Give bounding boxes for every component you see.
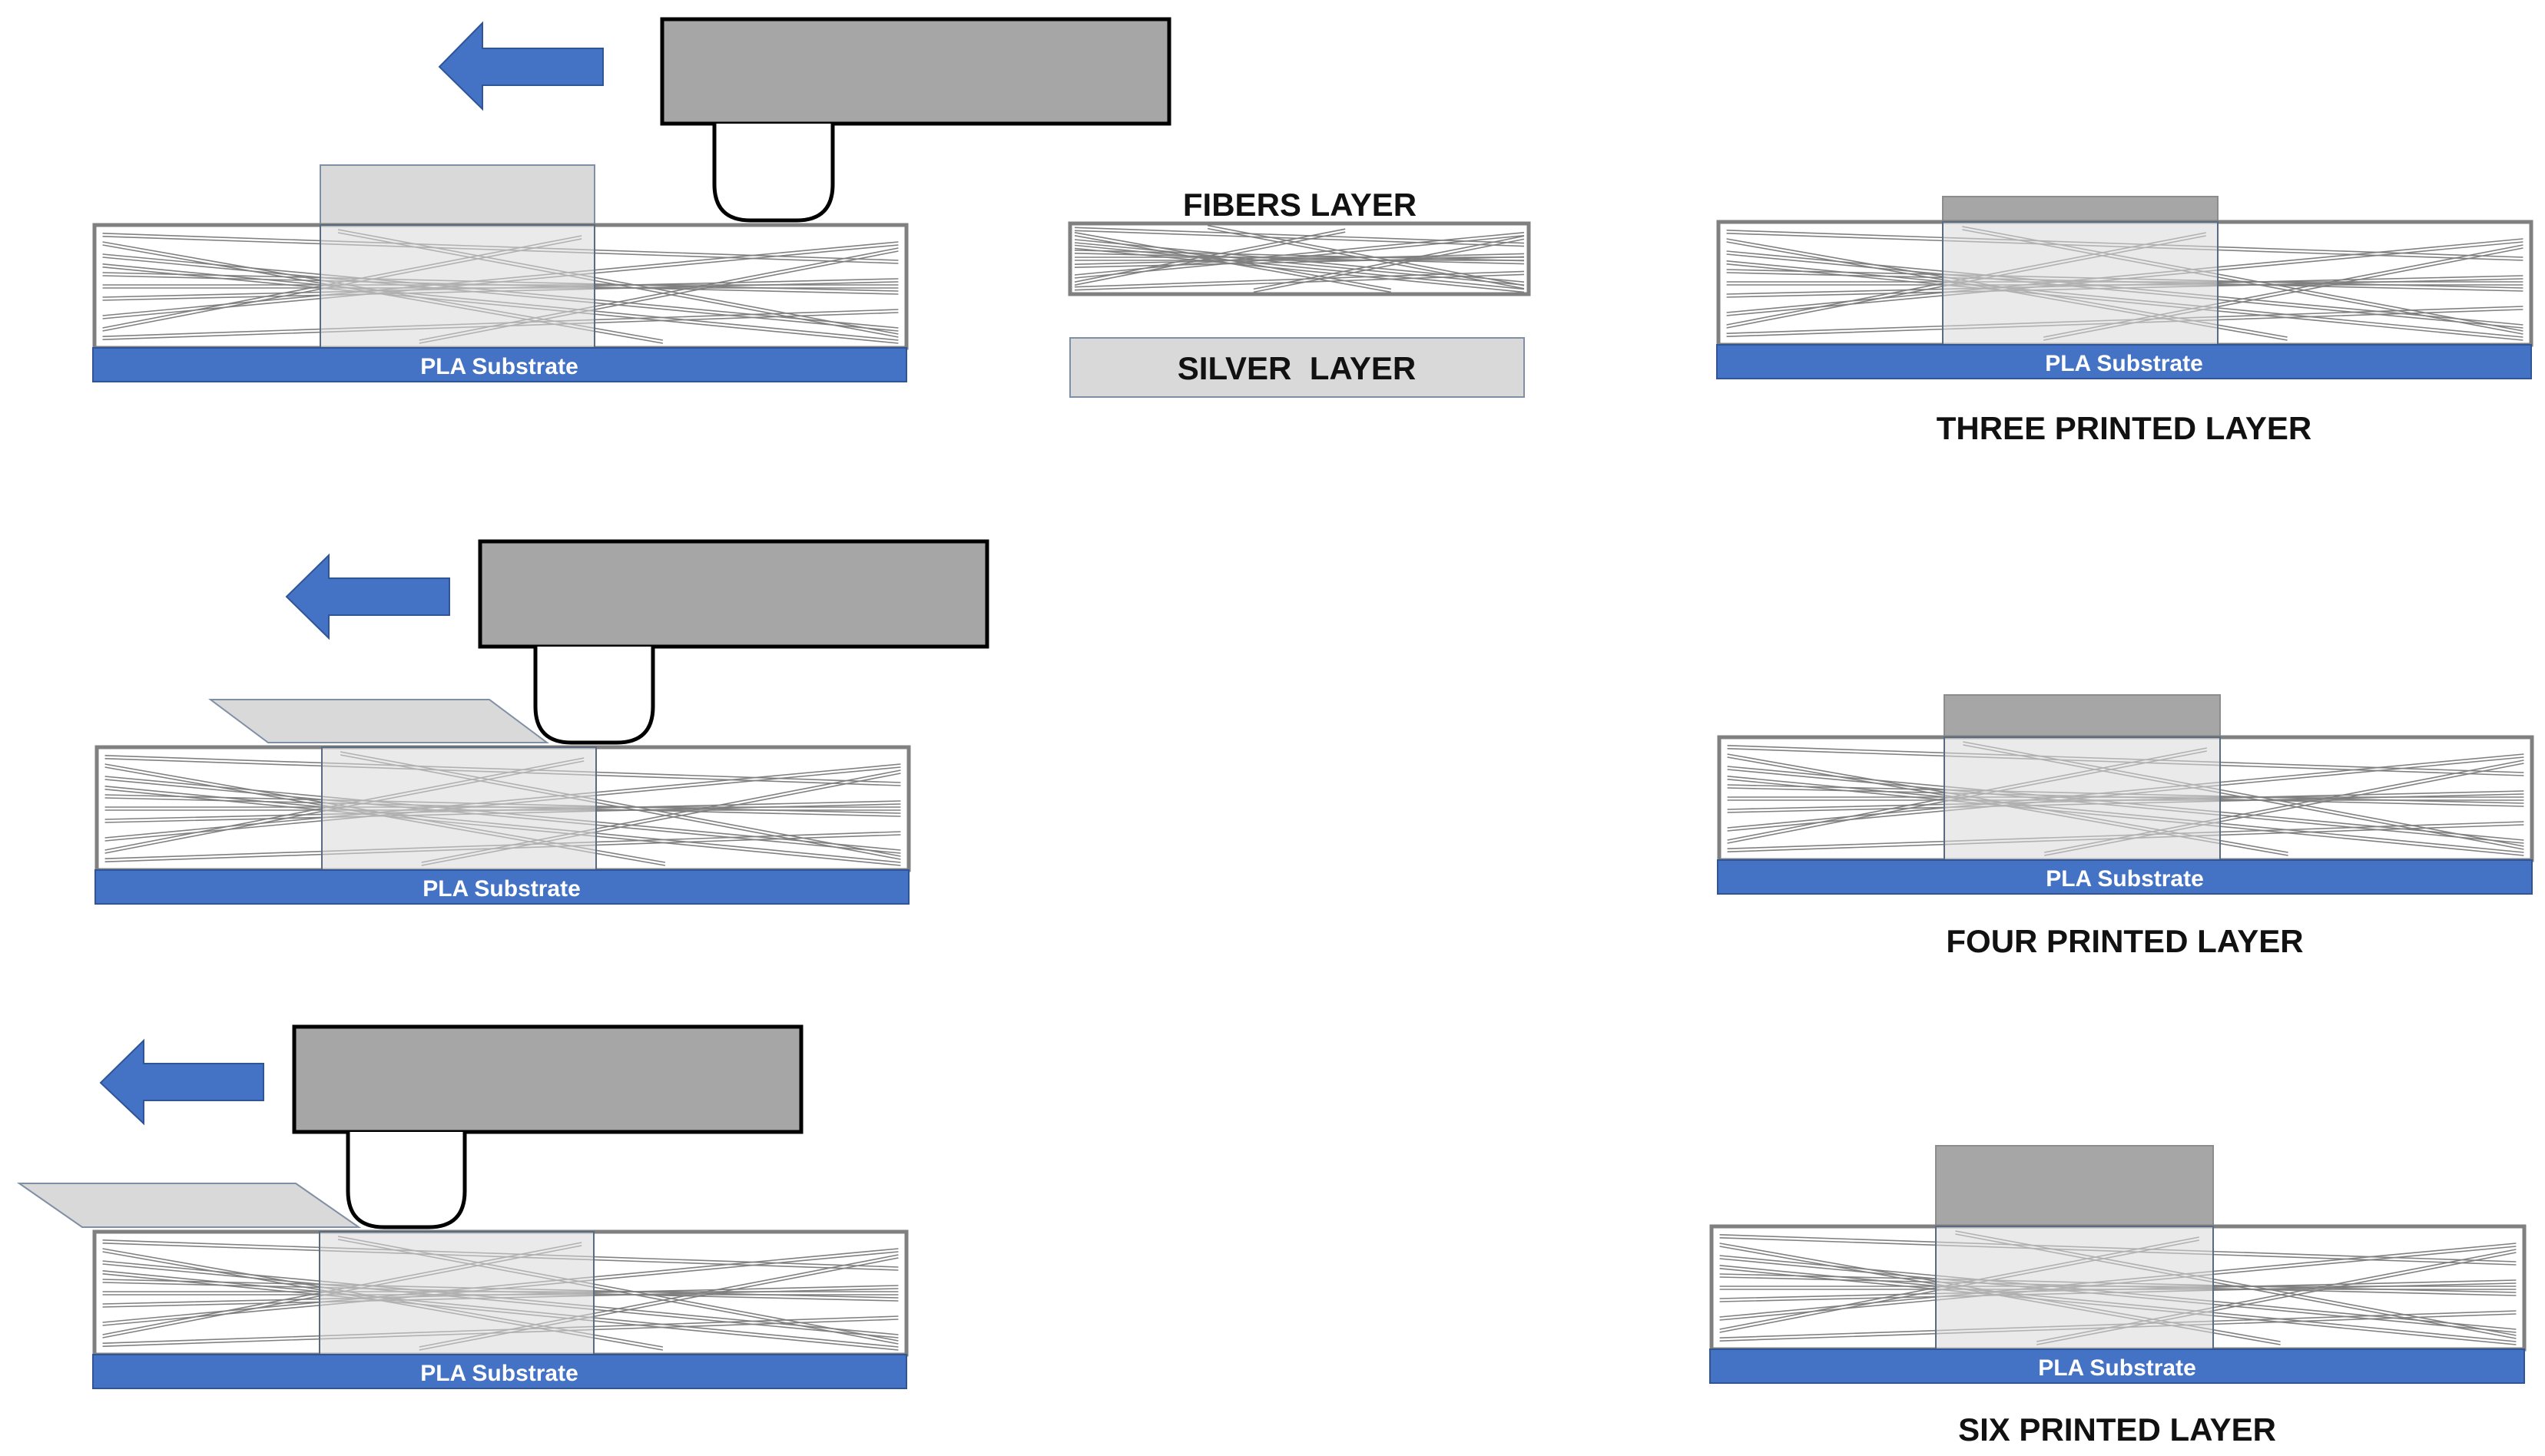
spreading-silver-3 [16,1183,362,1228]
silver-layer-legend-label: SILVER LAYER [1178,350,1416,386]
direction-arrow-2 [285,553,450,640]
pla-substrate-label-1: PLA Substrate [420,354,578,379]
legend: FIBERS LAYER SILVER LAYER [1068,187,1531,398]
direction-arrow-3 [99,1038,264,1126]
fiber-strand [1074,253,1525,268]
caption-four-printed-layer: FOUR PRINTED LAYER [1946,923,2303,959]
nozzle-2 [533,647,655,745]
pla-substrate-label-3: PLA Substrate [420,1361,578,1386]
silver-layer-legend-swatch [1069,337,1525,398]
caption-three-printed-layer: THREE PRINTED LAYER [1937,410,2312,446]
pla-substrate-label-result-three: PLA Substrate [2045,351,2203,376]
printhead-1 [660,17,1171,126]
nozzle-3 [346,1132,467,1229]
pla-substrate-result-six [1709,1348,2525,1384]
direction-arrow-1 [438,21,604,111]
silver-pattern-result-six [1935,1226,2214,1350]
pla-substrate-3 [92,1354,907,1389]
pla-substrate-label-2: PLA Substrate [423,876,581,902]
fibers-layer-legend-swatch [1068,221,1531,296]
deposited-silver-1 [320,164,595,231]
fiber-strand [1207,224,1525,290]
fiber-strand [1074,244,1525,293]
process-step-3: PLA Substrate [16,1024,909,1389]
printed-silver-stack-three [1942,196,2219,223]
silver-pattern-2 [321,746,597,871]
printhead-3 [292,1024,804,1134]
result-four-printed-layer: PLA Substrate FOUR PRINTED LAYER [1717,694,2534,959]
result-three-printed-layer: PLA Substrate THREE PRINTED LAYER [1716,196,2533,446]
silver-pattern-3 [319,1231,595,1355]
fiber-strand [1253,235,1525,293]
pla-substrate-result-three [1716,344,2532,379]
silver-pattern-result-three [1942,221,2219,346]
process-step-1: PLA Substrate [92,17,1171,382]
silver-pattern-result-four [1944,736,2221,861]
pla-substrate-label-result-six: PLA Substrate [2038,1355,2196,1381]
printed-silver-stack-six [1935,1145,2214,1227]
pla-substrate-1 [92,347,907,382]
process-step-2: PLA Substrate [94,539,989,905]
fiber-strand [1074,256,1525,261]
pla-substrate-label-result-four: PLA Substrate [2046,866,2204,892]
spreading-silver-2 [207,699,550,743]
caption-six-printed-layer: SIX PRINTED LAYER [1958,1411,2276,1448]
nozzle-1 [712,124,835,223]
result-six-printed-layer: PLA Substrate SIX PRINTED LAYER [1709,1145,2527,1448]
silver-pattern-1 [320,224,595,349]
printhead-2 [478,539,989,649]
pla-substrate-result-four [1717,859,2533,895]
fibers-layer-legend-label: FIBERS LAYER [1183,187,1417,223]
pla-substrate-2 [94,869,910,905]
printed-silver-stack-four [1944,694,2221,738]
